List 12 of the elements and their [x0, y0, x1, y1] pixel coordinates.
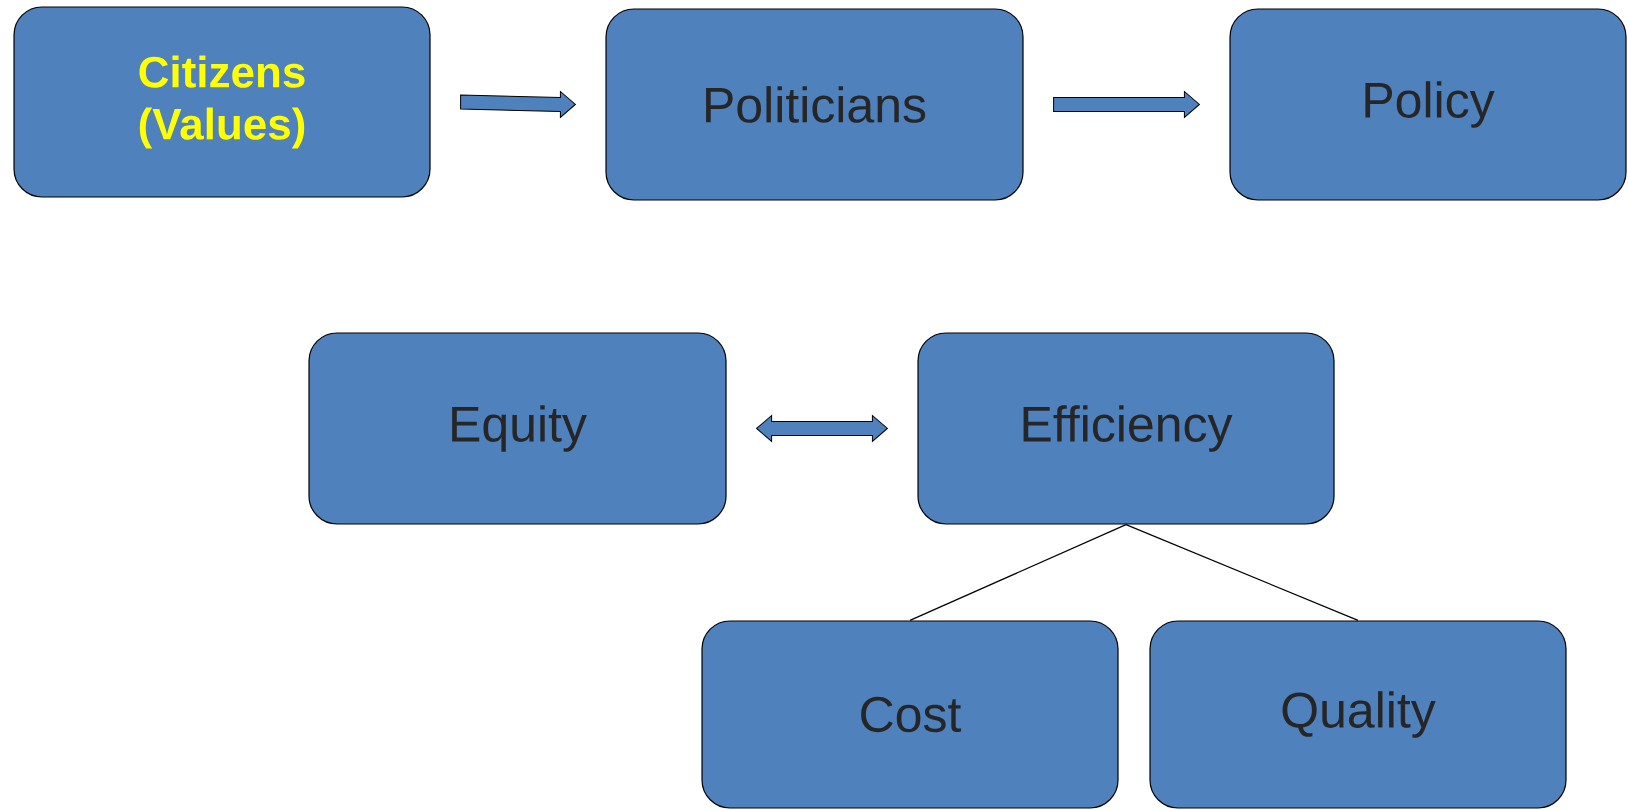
process-box: Politicians: [605, 8, 1024, 201]
process-box: Policy: [1229, 8, 1627, 201]
process-box: Equity: [308, 332, 727, 525]
connector-line: [1125, 524, 1359, 621]
block-arrow: [460, 91, 576, 118]
process-box: Cost: [701, 620, 1119, 809]
process-box: Efficiency: [917, 332, 1335, 525]
connector-line: [909, 524, 1127, 621]
block-arrow: [756, 415, 888, 442]
block-arrow: [1053, 91, 1200, 118]
process-box: Citizens (Values): [13, 6, 431, 198]
process-box: Quality: [1149, 620, 1567, 809]
